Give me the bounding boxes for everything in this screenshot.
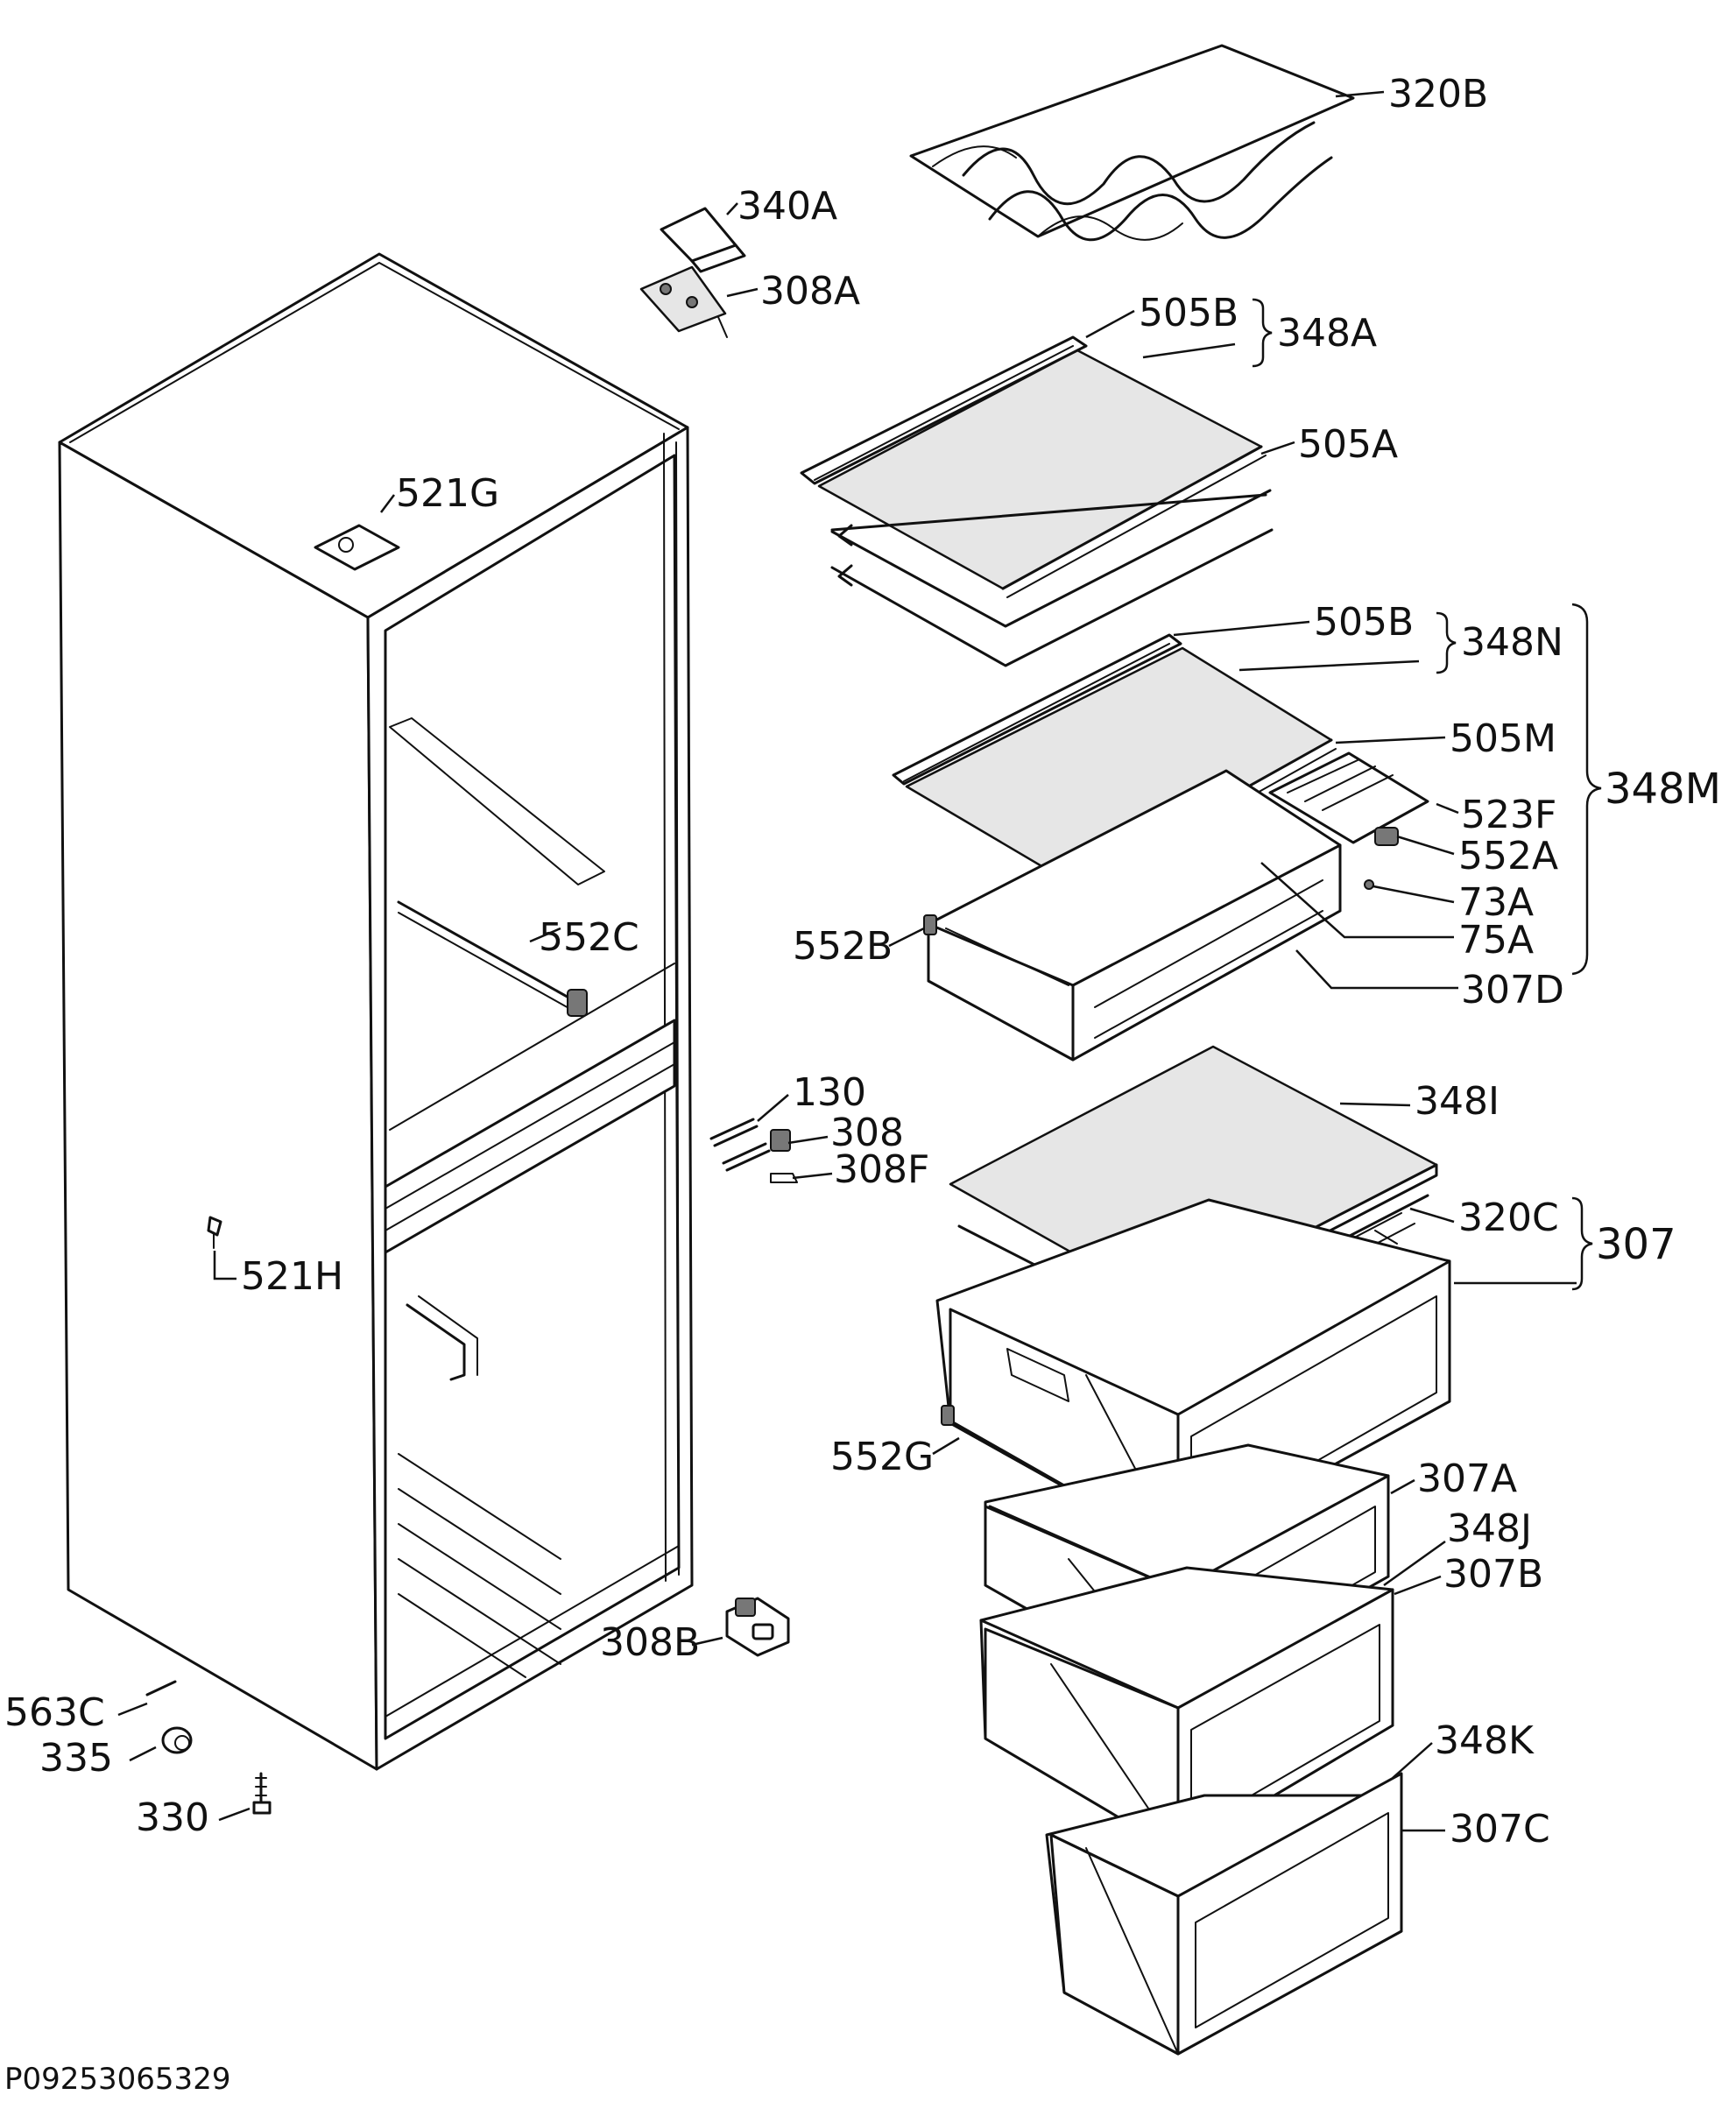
label-348A: 348A: [1277, 311, 1377, 356]
label-552A: 552A: [1458, 834, 1558, 878]
part-labels: 320B 340A 308A 505B 348A 505A 521G 505B …: [4, 72, 1721, 2097]
hinge-bottom-308B: [725, 1597, 790, 1657]
label-521G: 521G: [396, 471, 499, 516]
crisper-cover-parts: [1249, 751, 1429, 890]
label-308F: 308F: [834, 1147, 929, 1192]
label-505A: 505A: [1298, 422, 1398, 467]
label-348N: 348N: [1461, 620, 1563, 665]
freezer-drawer-307B: [979, 1566, 1394, 1854]
label-348M: 348M: [1605, 765, 1721, 814]
label-552B: 552B: [793, 924, 893, 969]
label-307B: 307B: [1443, 1552, 1543, 1597]
label-320C: 320C: [1458, 1196, 1559, 1240]
figure-code: P09253065329: [4, 2062, 230, 2097]
label-505B-top: 505B: [1139, 291, 1238, 335]
label-335: 335: [39, 1736, 113, 1781]
label-348J: 348J: [1447, 1506, 1532, 1551]
label-563C: 563C: [4, 1690, 105, 1735]
label-552G: 552G: [830, 1435, 934, 1479]
hinge-middle-parts: [709, 1118, 798, 1183]
label-307A: 307A: [1417, 1457, 1517, 1501]
label-348K: 348K: [1435, 1718, 1535, 1763]
shelf-348N: [892, 633, 1337, 894]
label-308: 308: [830, 1111, 904, 1155]
shelf-348A: [800, 335, 1267, 598]
label-505B-mid: 505B: [1314, 600, 1414, 645]
label-73A: 73A: [1458, 880, 1534, 925]
label-320B: 320B: [1388, 72, 1488, 116]
label-523F: 523F: [1461, 793, 1556, 837]
label-521H: 521H: [241, 1254, 343, 1299]
top-hinge-parts: [639, 207, 746, 338]
label-307C: 307C: [1450, 1807, 1550, 1852]
label-308B: 308B: [600, 1620, 700, 1665]
wine-rack-320B: [909, 44, 1355, 242]
label-505M: 505M: [1450, 716, 1556, 761]
crisper-drawer-307D: [923, 769, 1342, 1062]
leader-lines: [117, 90, 1577, 1832]
label-130: 130: [793, 1070, 866, 1115]
label-330: 330: [136, 1795, 209, 1840]
shelf-trims-505A: [830, 489, 1274, 667]
label-307D: 307D: [1461, 968, 1564, 1012]
label-340A: 340A: [737, 184, 837, 229]
label-308A: 308A: [760, 269, 860, 314]
label-552C: 552C: [539, 915, 639, 960]
cabinet-body: [58, 252, 694, 1771]
label-307: 307: [1596, 1220, 1676, 1269]
group-brackets: [1252, 298, 1602, 1291]
label-75A: 75A: [1458, 918, 1534, 963]
freezer-drawer-307C: [1045, 1772, 1403, 2056]
label-348I: 348I: [1415, 1079, 1500, 1124]
cabinet-feet: [145, 1680, 272, 1815]
